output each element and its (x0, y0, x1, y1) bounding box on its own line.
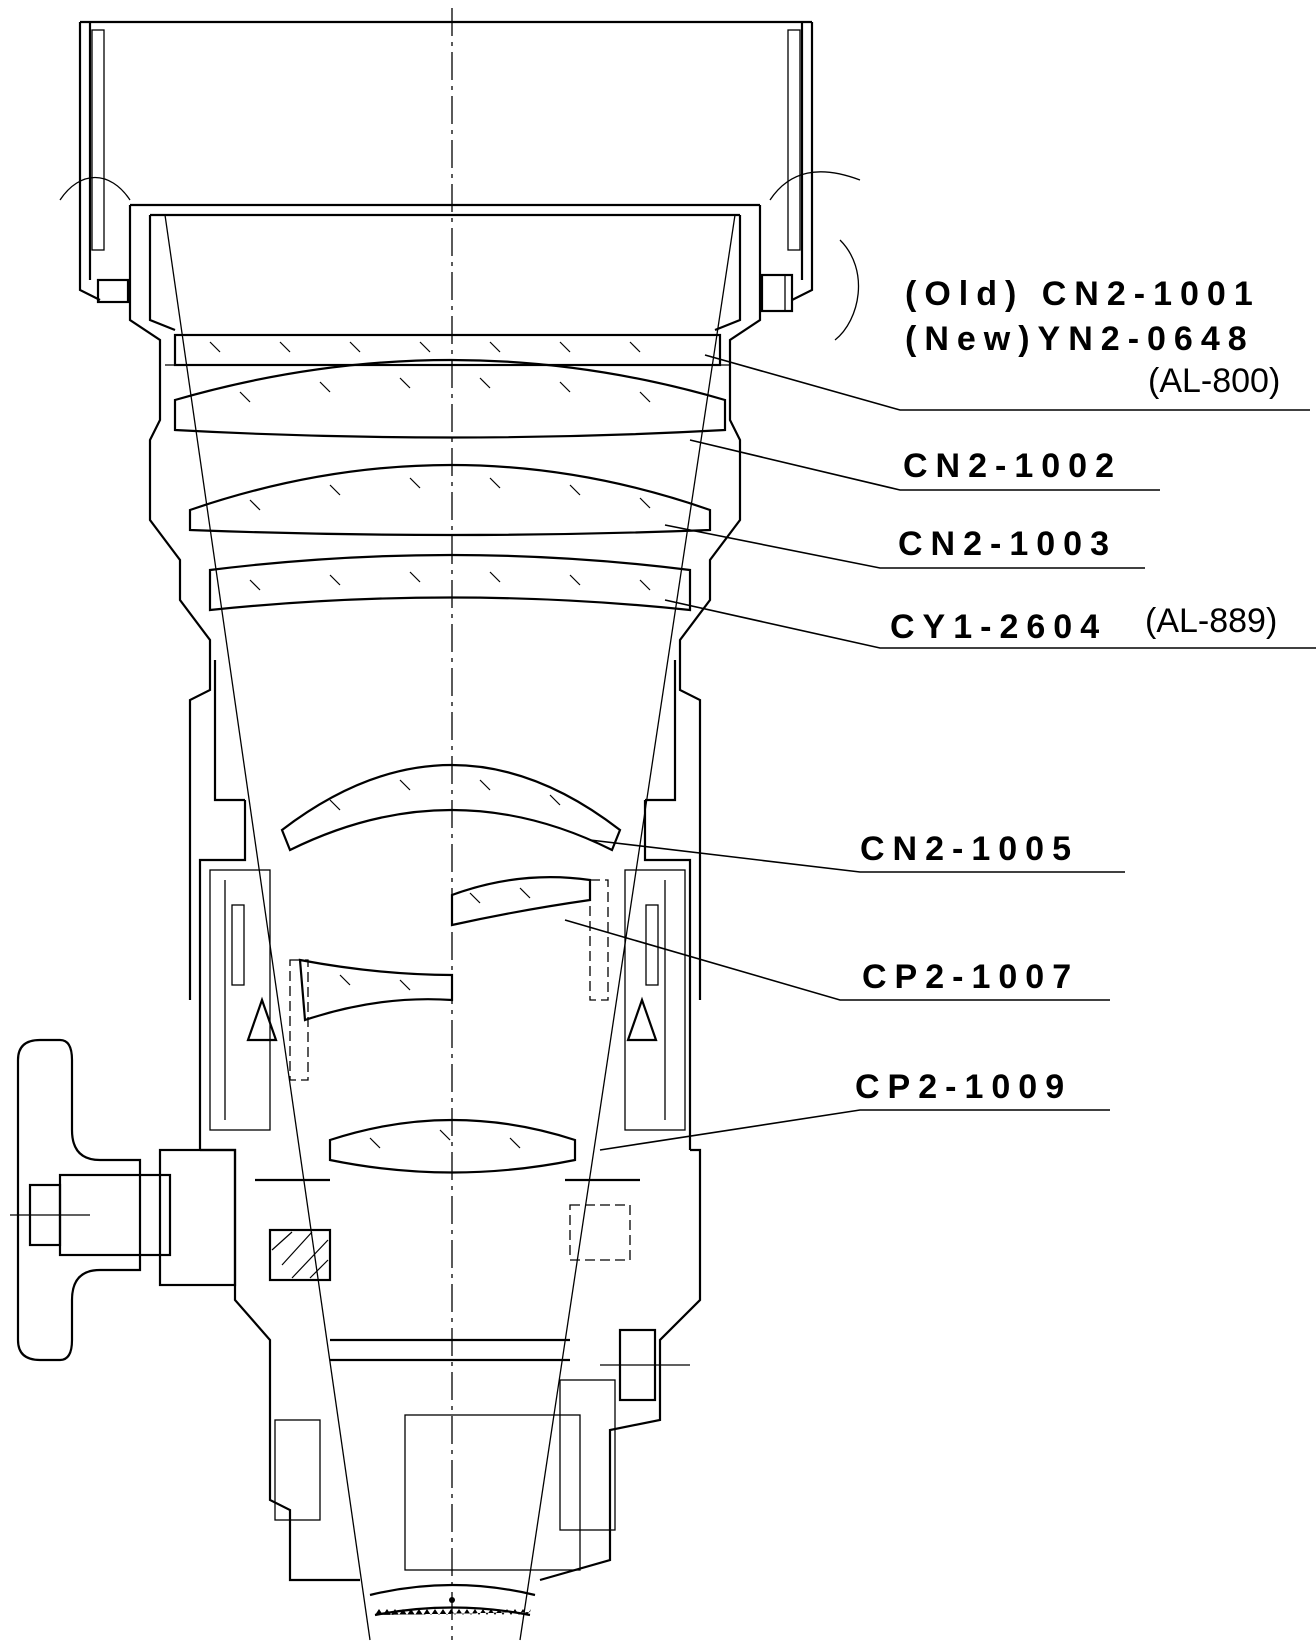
lens-element-cn2-1003 (188, 463, 712, 537)
label-cy1-2604: CY1-2604 (890, 608, 1107, 646)
upper-barrel (96, 203, 794, 1000)
glass-hatching-lower (329, 779, 561, 1149)
lens-hood (59, 20, 861, 341)
label-old-part-cn2-1001: (Old) CN2-1001 (905, 275, 1261, 313)
note-al-800: (AL-800) (1148, 362, 1280, 400)
zoom-knob (10, 1038, 237, 1362)
label-cn2-1005: CN2-1005 (860, 830, 1079, 868)
note-al-889: (AL-889) (1145, 602, 1277, 640)
drive-gear (369, 1583, 536, 1617)
lens-element-cp2-1007 (450, 876, 592, 927)
label-new-part-yn2-0648: (New)YN2-0648 (905, 320, 1255, 358)
light-ray-lines (164, 214, 736, 1641)
label-cn2-1003: CN2-1003 (898, 525, 1117, 563)
glass-hatching-upper (209, 341, 651, 591)
lens-element-cn2-1002 (173, 358, 727, 439)
leader-lines (564, 354, 1316, 1151)
lower-barrel (200, 1148, 702, 1582)
label-cp2-1009: CP2-1009 (855, 1068, 1072, 1106)
label-cp2-1007: CP2-1007 (862, 958, 1079, 996)
lens-element-cp2-1009 (328, 1118, 577, 1174)
lens-element-cn2-1005 (280, 763, 622, 852)
lens-element-cy1-2604 (208, 553, 692, 612)
lens-element-cn2-1001 (165, 333, 730, 367)
middle-barrel (198, 800, 692, 1150)
label-cn2-1002: CN2-1002 (903, 447, 1122, 485)
